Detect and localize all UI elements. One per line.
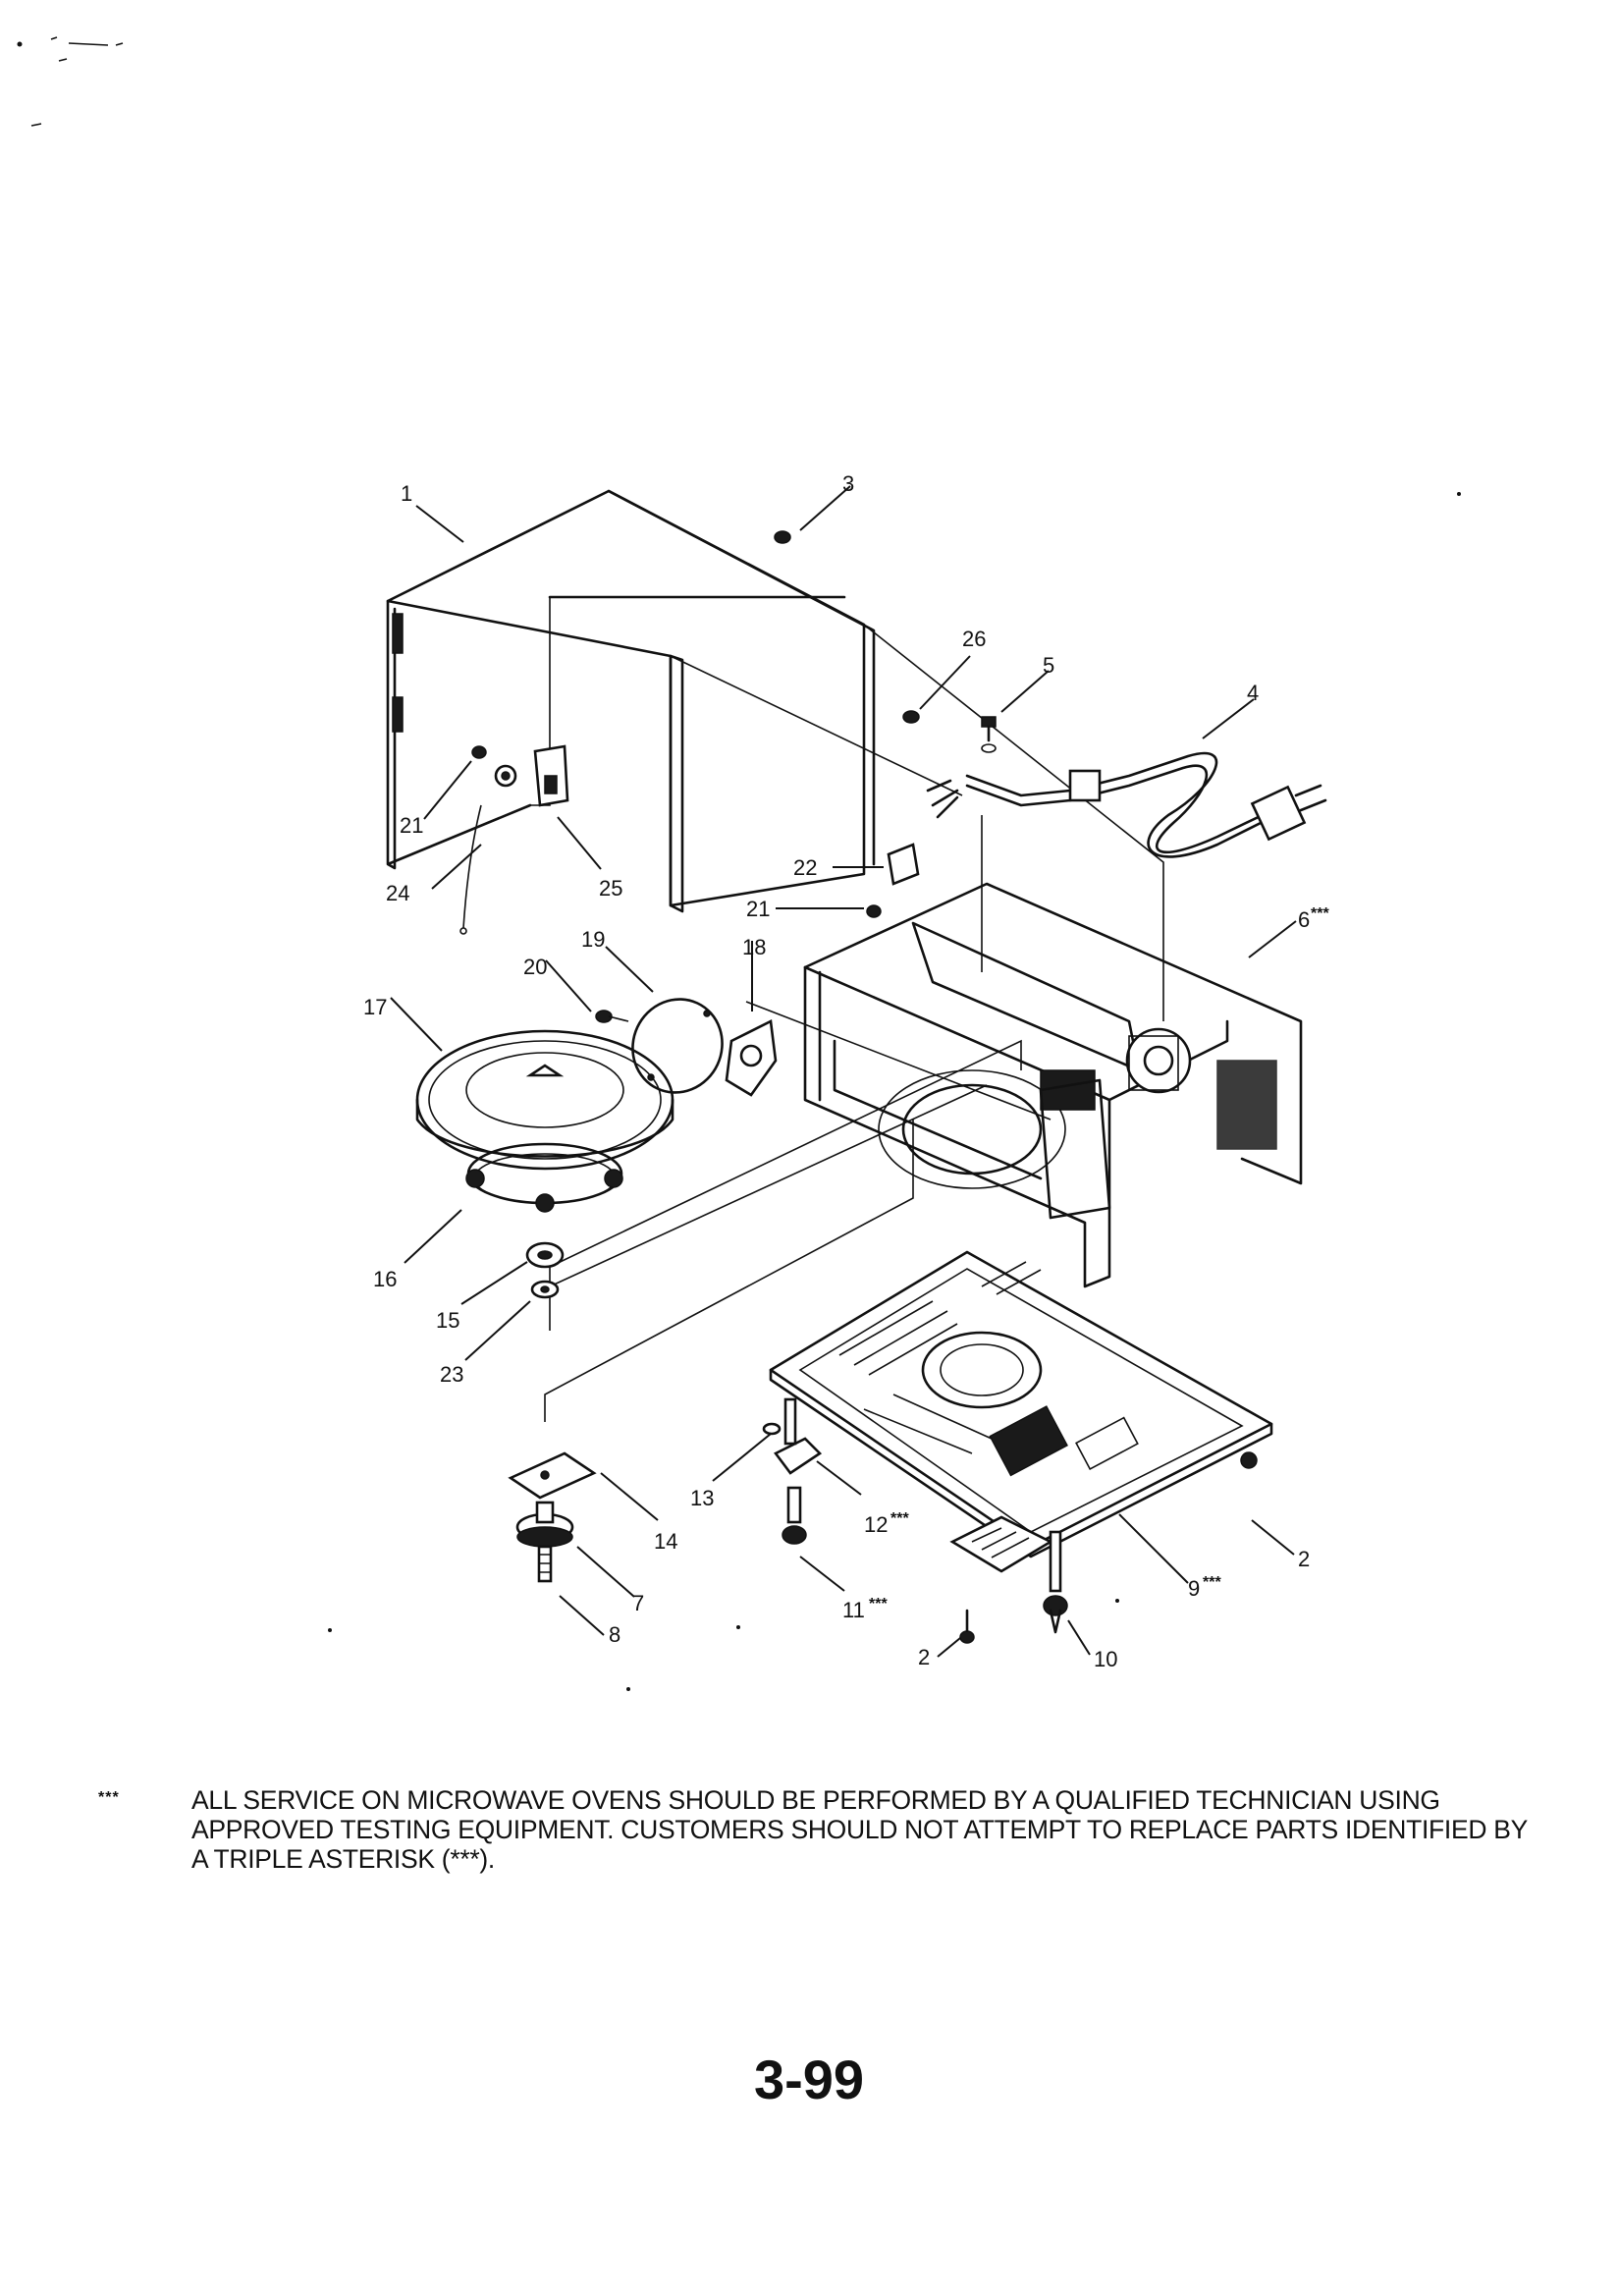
callout-15: 15 xyxy=(436,1308,459,1333)
note-text: All service on microwave ovens should be… xyxy=(191,1785,1528,1874)
page-number: 3-99 xyxy=(753,2049,865,2110)
bracket-12 xyxy=(774,1397,823,1475)
callout-12: 12 xyxy=(864,1512,888,1537)
callout-3: 3 xyxy=(842,471,854,496)
foot-10 xyxy=(1043,1530,1068,1634)
callout-5: 5 xyxy=(1043,653,1054,678)
screw-3 xyxy=(774,530,791,544)
callout-9: 9 xyxy=(1188,1576,1200,1601)
callout-10: 10 xyxy=(1094,1647,1117,1671)
callout-8: 8 xyxy=(609,1622,620,1647)
callout-16: 16 xyxy=(373,1267,397,1291)
alignment-lines xyxy=(544,624,1164,1422)
coupler-18 xyxy=(725,1019,778,1097)
roller-ring-16 xyxy=(465,1142,623,1213)
callout-4: 4 xyxy=(1247,681,1259,705)
coupling-15 xyxy=(525,1241,565,1269)
callout-17: 17 xyxy=(363,995,387,1019)
callout-9-stars: *** xyxy=(1203,1574,1221,1591)
leader-lines xyxy=(390,485,1297,1658)
callout-21b: 21 xyxy=(746,897,770,921)
oven-cavity xyxy=(803,882,1303,1288)
callout-2b: 2 xyxy=(918,1645,930,1669)
callout-26: 26 xyxy=(962,627,986,651)
callout-22: 22 xyxy=(793,855,817,880)
callout-18: 18 xyxy=(742,935,766,959)
screw-5 xyxy=(981,716,997,753)
wire-24 xyxy=(459,804,482,935)
callout-25: 25 xyxy=(599,876,622,901)
screw-20 xyxy=(595,1010,629,1023)
latch-25 xyxy=(533,744,569,807)
callout-1: 1 xyxy=(401,481,412,506)
glass-tray-17 xyxy=(415,1029,674,1171)
note-asterisk-mark: *** xyxy=(98,1789,120,1806)
screw-11 xyxy=(782,1486,807,1545)
callout-12-stars: *** xyxy=(890,1510,909,1527)
power-cord xyxy=(926,751,1327,858)
callout-21a: 21 xyxy=(400,813,423,838)
callout-7: 7 xyxy=(632,1591,644,1615)
callout-11: 11 xyxy=(842,1598,865,1622)
washer-23 xyxy=(530,1280,560,1299)
outer-cabinet xyxy=(386,489,876,913)
foot-7 xyxy=(515,1501,574,1548)
washer-13 xyxy=(762,1422,782,1436)
callout-20: 20 xyxy=(523,955,547,979)
service-note: *** All service on microwave ovens shoul… xyxy=(98,1785,1541,1874)
callout-11-stars: *** xyxy=(869,1596,888,1613)
callout-6-stars: *** xyxy=(1311,905,1329,922)
callout-14: 14 xyxy=(654,1529,677,1554)
scan-marks xyxy=(17,36,1461,1691)
screw-8 xyxy=(537,1545,553,1583)
waveguide-cover-19 xyxy=(631,998,724,1094)
callout-labels: 1 2 2 3 4 5 6 *** 7 8 9 *** 10 11 *** 12… xyxy=(363,471,1329,1671)
switch-22 xyxy=(866,843,920,918)
callout-6: 6 xyxy=(1298,907,1310,932)
vent-cover xyxy=(949,1515,1053,1573)
callout-23: 23 xyxy=(440,1362,463,1387)
bracket-14 xyxy=(508,1451,597,1500)
screw-21-upper xyxy=(471,745,517,788)
base-plate-9 xyxy=(769,1250,1273,1558)
callout-2a: 2 xyxy=(1298,1547,1310,1571)
callout-19: 19 xyxy=(581,927,605,952)
screw-26 xyxy=(902,710,920,724)
screw-2-lower xyxy=(959,1609,975,1644)
callout-13: 13 xyxy=(690,1486,714,1510)
callout-24: 24 xyxy=(386,881,409,905)
